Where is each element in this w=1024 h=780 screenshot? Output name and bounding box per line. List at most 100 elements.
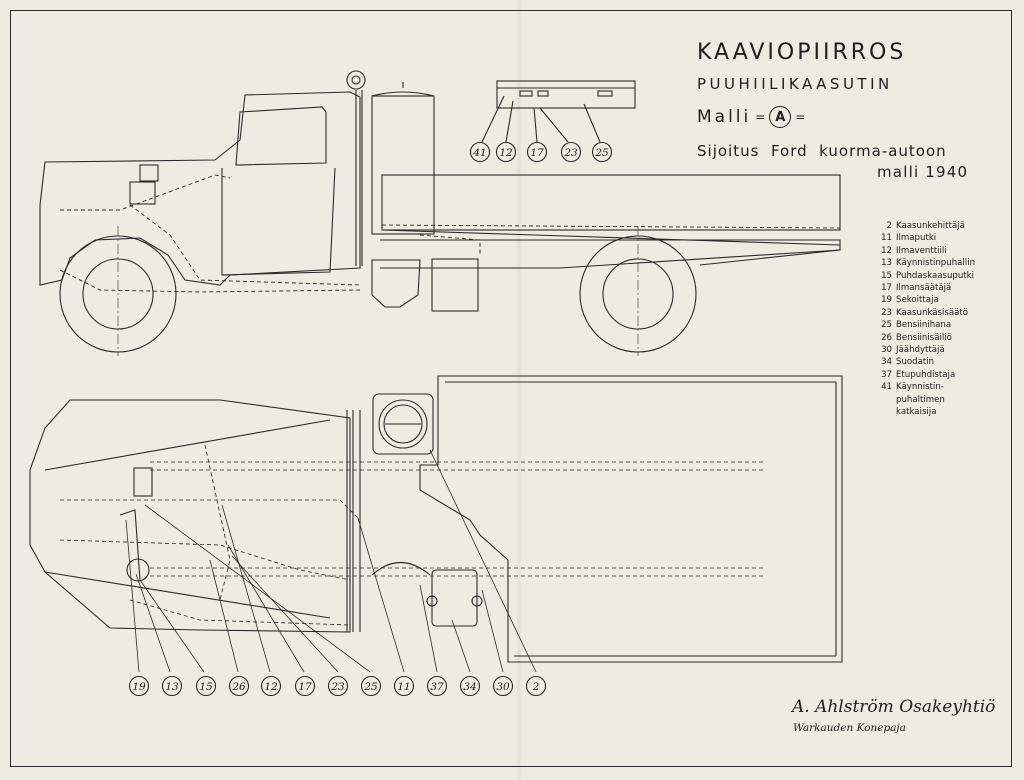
drawing-border (10, 10, 1012, 767)
plan-callout-circle (327, 675, 349, 697)
plan-callout-circle (492, 675, 514, 697)
plan-callout-number: 30 (496, 681, 510, 693)
plan-callout-circle (426, 675, 448, 697)
callout-layer: 41 12 17 23 25 19 13 15 26 12 17 23 25 11 37 34 30 2 (128, 141, 613, 697)
plan-callout: 26 (228, 675, 250, 697)
legend-label: Etupuhdistaja (896, 369, 956, 380)
plan-callout-number: 11 (397, 681, 410, 693)
legend-label: Bensiinihana (896, 320, 952, 331)
plan-callout: 23 (327, 675, 349, 697)
placement-text: Sijoitus Ford kuorma-autoon (697, 142, 947, 160)
legend-number: 11 (881, 233, 892, 244)
legend-number: 25 (881, 320, 892, 331)
plan-callout-number: 25 (363, 681, 378, 693)
plan-callout-circle (195, 675, 217, 697)
dashboard-callout-circle (469, 141, 491, 163)
plan-callout-number: 12 (264, 681, 278, 693)
dashboard-callout-circle (495, 141, 517, 163)
legend-number: 19 (881, 295, 892, 306)
legend-label: Jäähdyttäjä (896, 345, 945, 356)
plan-callout-number: 2 (532, 681, 540, 693)
plan-callout-circle (393, 675, 415, 697)
truck-plan-view (29, 375, 843, 663)
model-prefix: Malli (697, 107, 752, 127)
legend-item: 13 Käynnistinpuhallin (873, 257, 984, 269)
legend-label: Kaasunkehittäjä (896, 221, 965, 231)
legend-label: Käynnistin-puhaltimen katkaisija (896, 382, 945, 418)
legend-number: 2 (886, 221, 892, 231)
legend-item: 34 Suodatin (873, 356, 984, 368)
plan-callout-circle (228, 675, 250, 697)
dashboard-callout-circle (591, 141, 613, 163)
legend-number: 41 (881, 382, 892, 393)
dashboard-callout: 17 (526, 141, 548, 163)
plan-callout-circle (161, 675, 183, 697)
plan-callout-number: 17 (298, 681, 312, 693)
legend-number: 13 (881, 258, 892, 269)
legend-item: 37 Etupuhdistaja (873, 369, 984, 381)
plan-callout: 37 (426, 675, 448, 697)
legend-number: 17 (881, 283, 892, 294)
legend-item: 41 Käynnistin-puhaltimen katkaisija (873, 381, 984, 418)
plan-callout-number: 13 (165, 681, 179, 693)
dashboard-callout-circle (526, 141, 548, 163)
legend-number: 23 (881, 307, 892, 318)
plan-callout-circle (459, 675, 481, 697)
legend-item: 23 Kaasunkäsisäätö (873, 307, 984, 319)
legend-label: Kaasunkäsisäätö (896, 307, 968, 318)
legend-number: 37 (881, 369, 892, 380)
parts-legend: 2 Kaasunkehittäjä 11 Ilmaputki 12 Ilmaventtii… (873, 220, 984, 419)
legend-label: Ilmaputki (896, 233, 937, 244)
plan-callout: 2 (525, 675, 547, 697)
plan-callout: 15 (195, 675, 217, 697)
plan-callout-number: 19 (132, 681, 146, 693)
legend-number: 15 (881, 270, 892, 281)
plan-callout: 30 (492, 675, 514, 697)
plan-callout-number: 15 (199, 681, 213, 693)
drawing-subtitle: PUUHIILIKAASUTIN (697, 75, 893, 93)
legend-label: Ilmaventtiili (896, 245, 947, 256)
plan-callout: 13 (161, 675, 183, 697)
dashboard-panel (481, 80, 636, 143)
page-fold (516, 0, 522, 780)
dashboard-callout-number: 41 (472, 147, 486, 159)
dashboard-callout: 12 (495, 141, 517, 163)
plan-callout-number: 26 (231, 681, 246, 693)
truck-side-view (39, 70, 841, 353)
plan-callout: 19 (128, 675, 150, 697)
legend-item: 2 Kaasunkehittäjä (873, 220, 984, 232)
plan-callout-number: 37 (430, 681, 444, 693)
model-line: Malli = A = (697, 106, 805, 128)
model-badge: A (769, 106, 792, 128)
plan-callout-circle (525, 675, 547, 697)
legend-number: 30 (881, 345, 892, 356)
legend-label: Käynnistinpuhallin (896, 258, 976, 269)
plan-callout: 25 (360, 675, 382, 697)
legend-label: Suodatin (896, 357, 935, 368)
drawing-title: KAAVIOPIIRROS (697, 40, 907, 65)
plan-callout-number: 23 (330, 681, 345, 693)
legend-number: 26 (881, 332, 892, 343)
company-signature: A. Ahlström Osakeyhtiö (792, 697, 996, 717)
dashboard-callout: 25 (591, 141, 613, 163)
legend-item: 12 Ilmaventtiili (873, 245, 984, 257)
plan-callout: 34 (459, 675, 481, 697)
plan-callout-circle (128, 675, 150, 697)
legend-label: Puhdaskaasuputki (896, 270, 975, 281)
dashboard-callout-number: 23 (563, 147, 578, 159)
legend-number: 12 (881, 245, 892, 256)
dashboard-callout-number: 17 (530, 147, 544, 159)
legend-number: 34 (881, 357, 892, 368)
plan-callout-number: 34 (463, 681, 476, 693)
legend-item: 30 Jäähdyttäjä (873, 344, 984, 356)
plan-callout-circle (260, 675, 282, 697)
works-name: Warkauden Konepaja (793, 722, 906, 734)
plan-callout-circle (294, 675, 316, 697)
plan-callout: 17 (294, 675, 316, 697)
dashboard-callout: 41 (469, 141, 491, 163)
legend-item: 25 Bensiinihana (873, 319, 984, 331)
